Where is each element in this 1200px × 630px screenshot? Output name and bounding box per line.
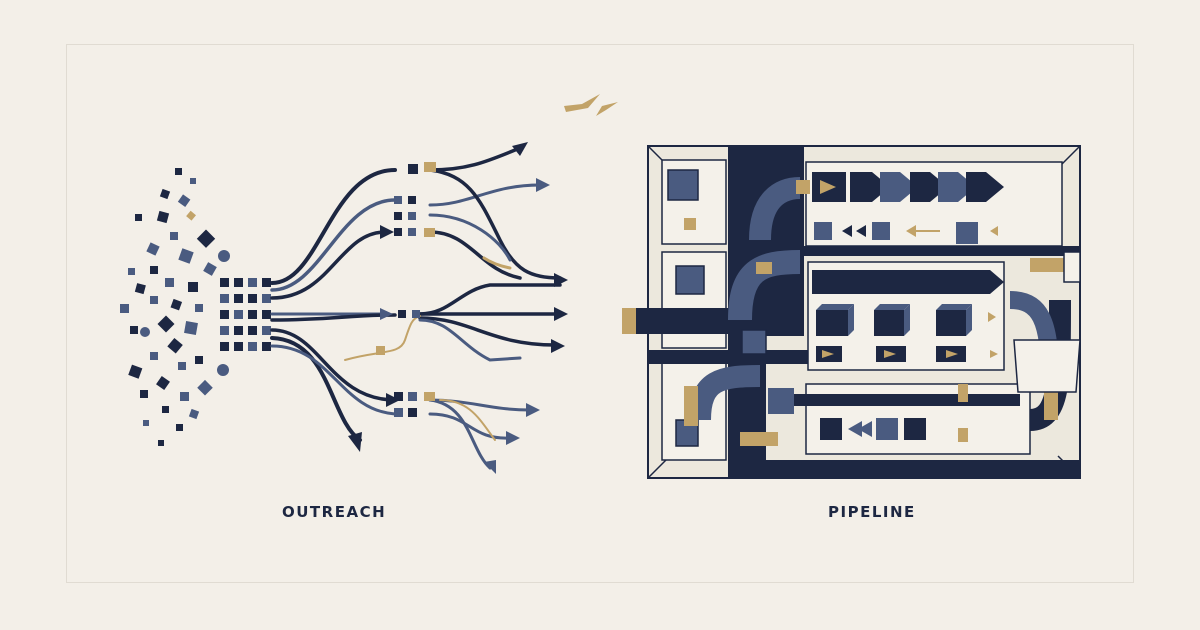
pipeline-machine [622,145,1081,479]
arrowheads [348,142,568,474]
outreach-label: OUTREACH [282,503,387,521]
emitter-nodes [220,278,271,351]
ornament-icon [564,94,618,116]
pipeline-label: PIPELINE [828,503,916,521]
scattered-particles [120,168,230,446]
relay-nodes [376,162,436,417]
canvas-frame [66,44,1134,583]
